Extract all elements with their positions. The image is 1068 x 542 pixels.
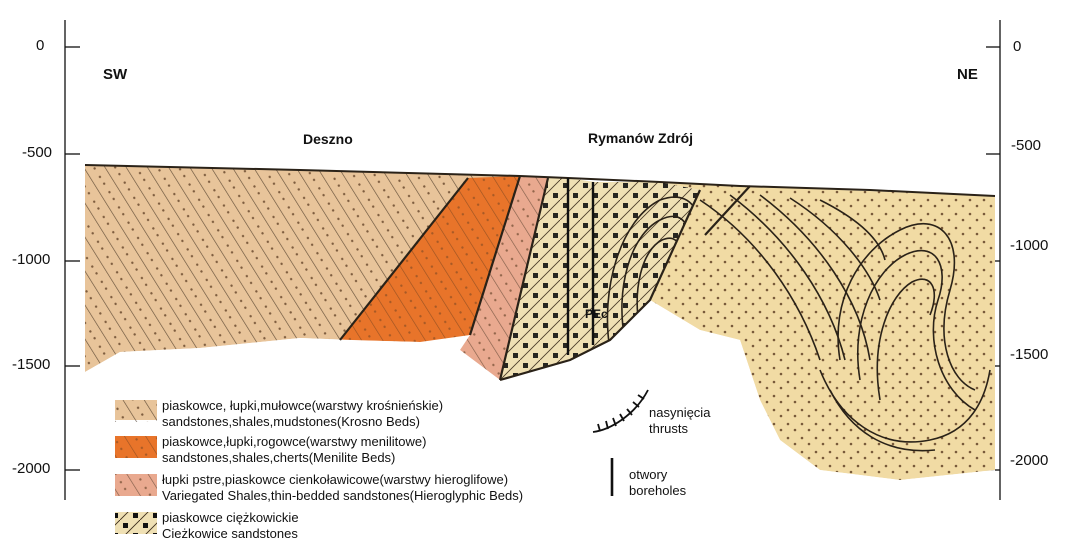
left-tick-500: -500 [22,144,52,161]
left-tick-1500: -1500 [12,356,50,373]
eocene-symbol-label: PEc [585,307,608,321]
right-tick-2000: -2000 [1010,452,1048,469]
legend-swatch-krosno-pattern [115,400,157,422]
direction-sw: SW [103,66,127,83]
legend-boreholes-text: otwory boreholes [629,467,686,499]
legend-swatch-hieroglyphic-pattern [115,474,157,496]
legend-menilite-text: piaskowce,łupki,rogowce(warstwy menilito… [162,434,426,466]
right-tick-1000: -1000 [1010,237,1048,254]
legend-hieroglyphic-text: łupki pstre,piaskowce cienkoławicowe(war… [162,472,523,504]
legend-swatch-ciezkowice-pattern [115,512,157,534]
place-deszno: Deszno [303,131,353,147]
left-axis-ticks [65,47,80,470]
right-tick-500: -500 [1011,137,1041,154]
direction-ne: NE [957,66,978,83]
legend-swatch-menilite-pattern [115,436,157,458]
legend-krosno-text: piaskowce, łupki,mułowce(warstwy krośnie… [162,398,443,430]
legend-thrusts-text: nasynięcia thrusts [649,405,710,437]
legend-ciezkowice-text: piaskowce ciężkowickie Cieżkowice sandst… [162,510,299,542]
left-tick-1000: -1000 [12,251,50,268]
left-tick-2000: -2000 [12,460,50,477]
left-tick-0: 0 [36,37,44,54]
right-tick-1500: -1500 [1010,346,1048,363]
right-tick-0: 0 [1013,38,1021,55]
place-rymanow-zdroj: Rymanów Zdrój [588,130,693,146]
